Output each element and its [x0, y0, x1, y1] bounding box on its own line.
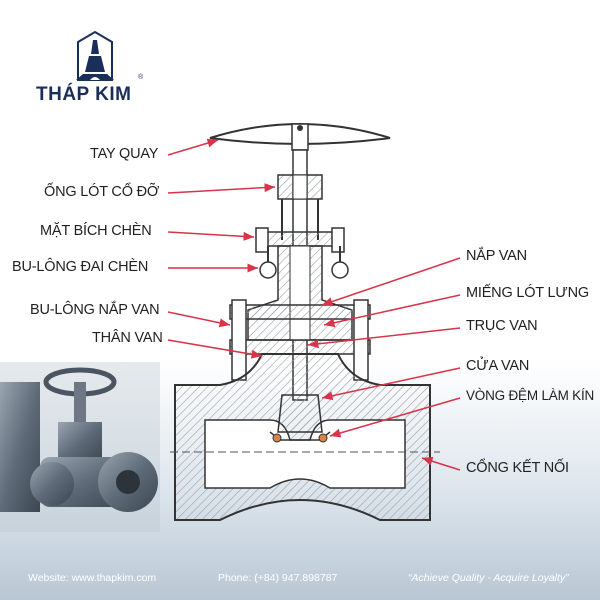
label-body: THÂN VAN — [92, 330, 163, 346]
label-disc: CỬA VAN — [466, 358, 530, 374]
eiffel-tower-icon — [76, 30, 114, 81]
leader-lines-left — [167, 138, 276, 359]
brand-name: THÁP KIM — [36, 84, 132, 105]
valve-body — [170, 353, 440, 521]
bonnet — [229, 245, 371, 381]
valve-photo-inset — [0, 362, 160, 532]
label-port: CỔNG KẾT NỐI — [466, 460, 569, 476]
label-gland-flange: MẶT BÍCH CHÈN — [40, 223, 152, 239]
gland-flange — [255, 227, 349, 279]
label-handwheel: TAY QUAY — [90, 146, 159, 162]
label-backseat: MIẾNG LÓT LƯNG — [466, 285, 589, 301]
disc — [269, 394, 331, 443]
footer-phone: Phone: (+84) 947.898787 — [218, 572, 338, 584]
label-seal-ring: VÒNG ĐỆM LÀM KÍN — [466, 388, 595, 403]
footer-slogan: “Achieve Quality - Acquire Loyalty” — [408, 572, 569, 584]
footer-website[interactable]: Website: www.thapkim.com — [28, 572, 157, 584]
label-yoke-bushing: ỐNG LÓT CỔ ĐỠ — [44, 184, 160, 200]
label-bonnet-bolt: BU-LÔNG NẮP VAN — [30, 302, 160, 318]
yoke-bushing — [277, 174, 323, 200]
leader-lines-right — [307, 257, 461, 471]
handwheel — [209, 123, 391, 151]
label-stem: TRỤC VAN — [466, 318, 538, 334]
label-gland-bolt: BU-LÔNG ĐAI CHÈN — [12, 259, 149, 275]
registered-mark: ® — [138, 74, 144, 81]
label-bonnet: NẮP VAN — [466, 248, 527, 264]
